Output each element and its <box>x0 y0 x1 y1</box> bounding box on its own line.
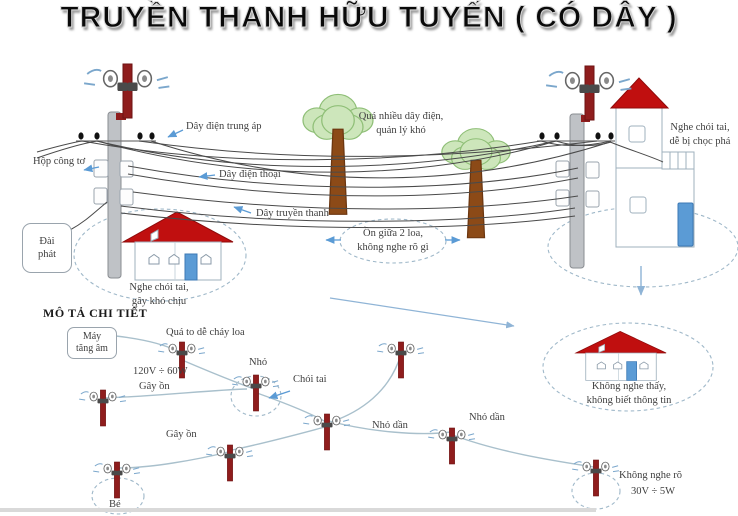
note-small: Nhỏ <box>249 357 268 368</box>
arrow-telephone <box>198 172 216 180</box>
note-tiny: Bé <box>109 499 121 510</box>
meter-boxes <box>93 159 134 206</box>
note-fading-1: Nhỏ dần <box>372 420 408 431</box>
label-meter-box: Hộp công tơ <box>33 156 86 167</box>
bottom-edge-strip <box>0 508 596 512</box>
left-house-zone <box>73 208 247 302</box>
left-utility-pole <box>76 63 171 279</box>
note-voltage-low: 30V ÷ 5W <box>631 486 676 497</box>
speaker-pole-icon <box>232 375 279 411</box>
page-title: TRUYỀN THANH HỮU TUYẾN ( CÓ DÂY ) <box>60 1 678 35</box>
tall-building-icon <box>609 77 695 248</box>
speaker-pole-icon <box>206 445 253 481</box>
arrow-meter-box <box>83 164 100 173</box>
note-noisy-2: Gây ồn <box>166 429 197 440</box>
speaker-pole-icon <box>79 390 126 426</box>
note-fading-2: Nhỏ dần <box>469 412 505 423</box>
amplifier-box: Máy tăng âm <box>67 327 117 359</box>
note-noisy-1: Gây ồn <box>139 381 170 392</box>
note-voltage-high: 120V ÷ 60W <box>133 366 188 377</box>
arrow-overview-to-detail <box>329 297 515 329</box>
note-many-wires: Quá nhiều dây điện, quản lý khó <box>358 111 444 136</box>
broadcast-network-lines <box>103 335 595 469</box>
note-far-house: Không nghe thấy, không biết thông tin <box>586 381 672 406</box>
arrow-medium-voltage <box>167 129 184 138</box>
note-inaudible: Không nghe rõ <box>619 470 682 481</box>
between-speakers-zone <box>339 218 447 264</box>
section-heading: MÔ TẢ CHI TIẾT <box>43 306 148 320</box>
speaker-pole-icon <box>303 414 350 450</box>
note-harsh: Chói tai <box>293 374 327 385</box>
note-left-house: Nghe chói tai, gây khó chịu <box>129 282 189 307</box>
power-lines <box>36 140 664 231</box>
label-telephone-line: Dây điện thoại <box>219 169 281 180</box>
speaker-pole-icon <box>377 342 424 378</box>
annotation-arrows <box>83 129 461 400</box>
note-tall-house: Nghe chói tai, dễ bị chọc phá <box>669 122 731 147</box>
tiny-zone <box>91 477 145 515</box>
arrow-broadcast-line <box>233 206 252 214</box>
arrow-harsh <box>268 390 291 400</box>
note-between-speakers: Ồn giữa 2 loa, không nghe rõ gì <box>357 228 429 253</box>
label-medium-voltage-line: Dây điện trung áp <box>186 121 262 132</box>
note-too-loud: Quá to dễ cháy loa <box>166 327 245 338</box>
far-house-zone <box>542 322 714 412</box>
label-broadcast-line: Dây truyền thanh <box>256 208 329 219</box>
far-house-icon <box>575 330 667 381</box>
station-box: Đài phát <box>22 223 72 273</box>
